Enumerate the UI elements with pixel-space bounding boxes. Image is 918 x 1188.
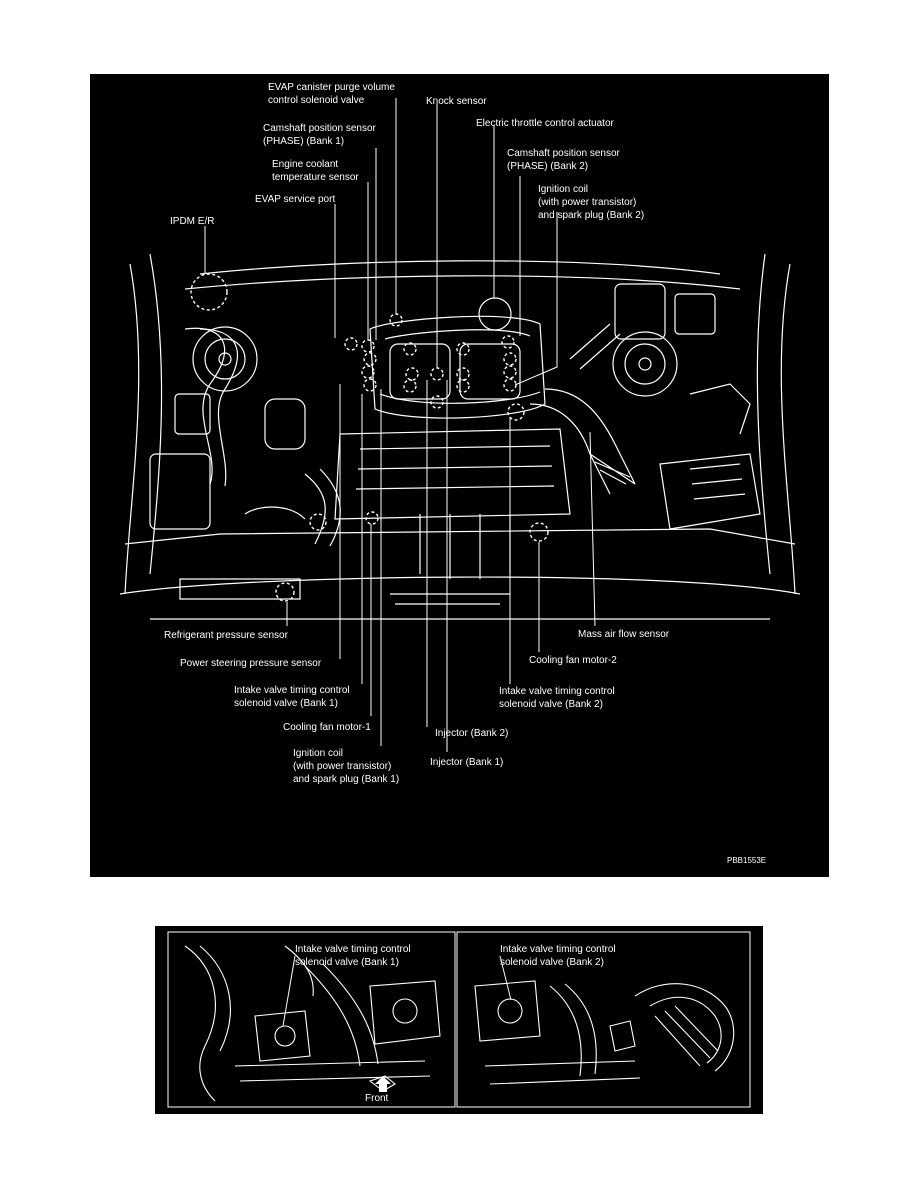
label-cam-bank2-line1: Camshaft position sensor [507,148,621,159]
inset-left-linework [184,945,441,1102]
label-cam-bank1-line1: Camshaft position sensor [263,123,377,134]
label-ign-bank1-line2: (with power transistor) [293,761,391,772]
label-ipdm: IPDM E/R [170,216,214,227]
label-knock-sensor: Knock sensor [426,96,487,107]
inset-leader-lines [282,955,512,1027]
leader-lines [204,98,596,752]
inset-frames [167,931,751,1108]
label-cam-bank1-line2: (PHASE) (Bank 1) [263,136,344,147]
label-cooling-fan-2: Cooling fan motor-2 [529,655,617,666]
label-refrigerant: Refrigerant pressure sensor [164,630,289,641]
inset-right-label-line1: Intake valve timing control [500,944,616,955]
label-evap-port: EVAP service port [255,194,335,205]
label-evap-purge-line2: control solenoid valve [268,95,365,106]
label-ign-bank2-line2: (with power transistor) [538,197,636,208]
label-cam-bank2-line2: (PHASE) (Bank 2) [507,161,588,172]
label-ign-bank1-line1: Ignition coil [293,748,343,759]
label-ign-bank2-line3: and spark plug (Bank 2) [538,210,644,221]
inset-front-label: Front [365,1093,389,1104]
engine-bay-diagram: EVAP canister purge volume control solen… [90,74,829,877]
label-injector-bank1: Injector (Bank 1) [430,757,503,768]
label-cooling-fan-1: Cooling fan motor-1 [283,722,371,733]
inset-detail-panel: Intake valve timing control solenoid val… [155,926,763,1114]
label-ign-bank1-line3: and spark plug (Bank 1) [293,774,399,785]
component-labels: EVAP canister purge volume control solen… [164,82,766,865]
label-ign-bank2-line1: Ignition coil [538,184,588,195]
label-electric-throttle: Electric throttle control actuator [476,118,615,129]
inset-right-label-line2: solenoid valve (Bank 2) [500,957,604,968]
engine-bay-linework [119,253,801,620]
inset-right-linework [474,980,735,1085]
inset-left-label-line2: solenoid valve (Bank 1) [295,957,399,968]
label-ivt-bank2-line2: solenoid valve (Bank 2) [499,699,603,710]
figure-code: PBB1553E [727,856,766,865]
label-power-steering: Power steering pressure sensor [180,658,322,669]
label-ivt-bank2-line1: Intake valve timing control [499,686,615,697]
inset-left-label-line1: Intake valve timing control [295,944,411,955]
label-injector-bank2: Injector (Bank 2) [435,728,508,739]
component-markers [190,273,549,602]
label-mass-air-flow: Mass air flow sensor [578,629,670,640]
label-coolant-line1: Engine coolant [272,159,338,170]
label-evap-purge-line1: EVAP canister purge volume [268,82,395,93]
label-ivt-bank1-line2: solenoid valve (Bank 1) [234,698,338,709]
front-arrow-icon [375,1076,391,1092]
inset-labels: Intake valve timing control solenoid val… [295,944,616,1104]
label-coolant-line2: temperature sensor [272,172,359,183]
inset-illustration: Intake valve timing control solenoid val… [167,931,751,1108]
engine-bay-illustration: EVAP canister purge volume control solen… [119,82,801,865]
label-ivt-bank1-line1: Intake valve timing control [234,685,350,696]
